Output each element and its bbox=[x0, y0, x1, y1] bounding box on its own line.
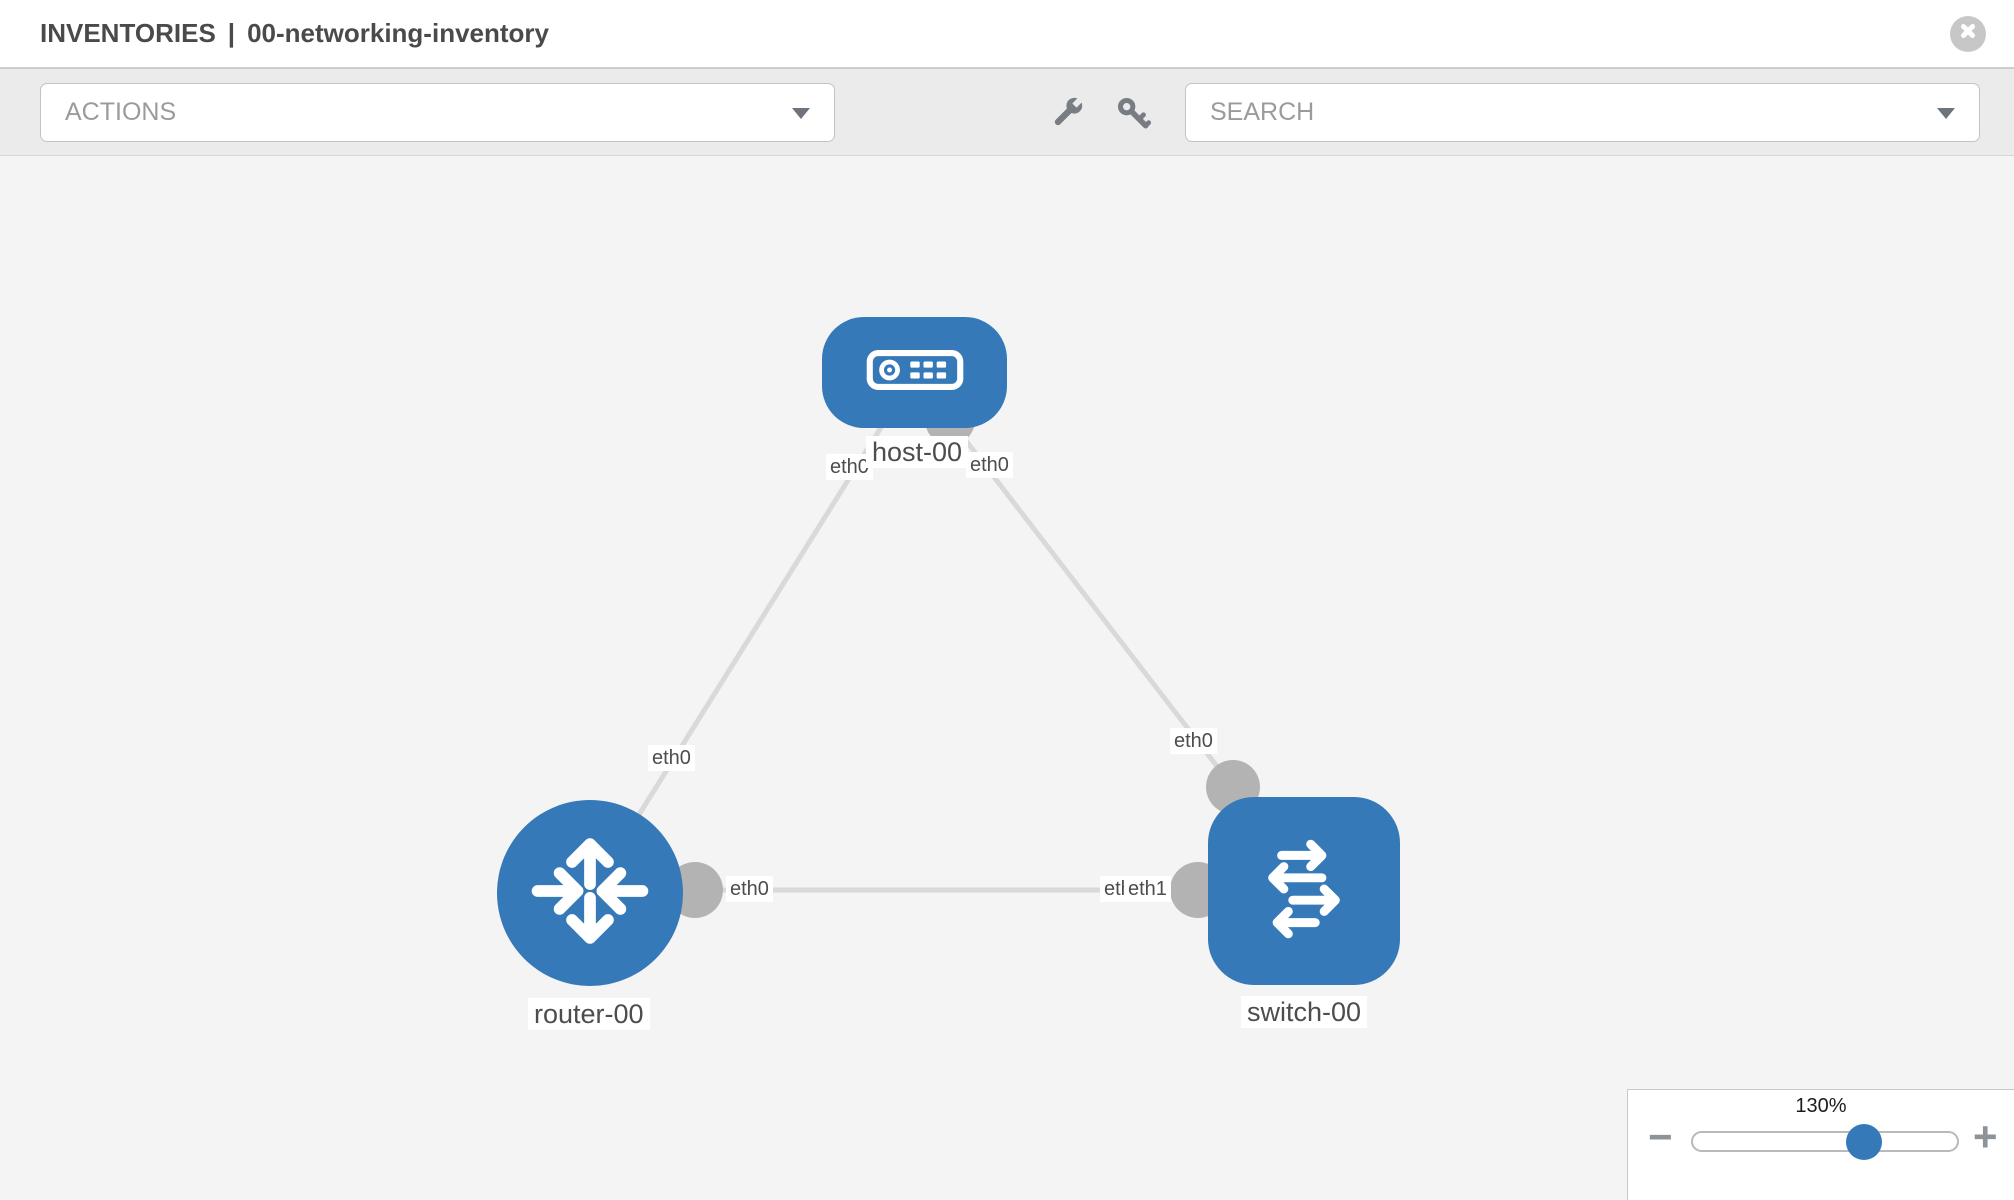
zoom-slider-track[interactable] bbox=[1691, 1131, 1959, 1152]
host-icon bbox=[866, 349, 964, 396]
search-dropdown[interactable]: SEARCH bbox=[1185, 83, 1980, 142]
panel-header: INVENTORIES | 00-networking-inventory bbox=[0, 0, 2014, 68]
credentials-button[interactable] bbox=[1111, 93, 1155, 137]
node-router-00[interactable] bbox=[497, 800, 683, 986]
chevron-down-icon bbox=[1937, 107, 1955, 119]
search-dropdown-label: SEARCH bbox=[1210, 98, 1315, 126]
iface-label-host-router-mid: eth0 bbox=[648, 745, 695, 771]
key-icon bbox=[1113, 93, 1153, 138]
zoom-level-value: 130% bbox=[1795, 1095, 1847, 1117]
actions-dropdown-label: ACTIONS bbox=[65, 98, 177, 126]
zoom-control-panel: 130% − + bbox=[1627, 1089, 2014, 1200]
node-label-host-00[interactable]: host-00 bbox=[866, 436, 969, 468]
zoom-slider-thumb[interactable] bbox=[1846, 1124, 1882, 1160]
router-icon bbox=[521, 822, 659, 965]
node-label-switch-00[interactable]: switch-00 bbox=[1241, 996, 1368, 1028]
node-switch-00[interactable] bbox=[1208, 797, 1400, 985]
configure-button[interactable] bbox=[1045, 93, 1089, 137]
chevron-down-icon bbox=[792, 107, 810, 119]
node-label-router-00[interactable]: router-00 bbox=[528, 998, 650, 1030]
page-title: INVENTORIES | 00-networking-inventory bbox=[40, 18, 549, 49]
iface-label-host-eth0-right: eth0 bbox=[966, 452, 1013, 478]
breadcrumb-section: INVENTORIES bbox=[40, 18, 216, 48]
switch-icon bbox=[1245, 833, 1363, 950]
topology-toolbar: ACTIONS SEARCH bbox=[0, 68, 2014, 156]
x-circle-icon bbox=[1958, 21, 1978, 46]
wrench-icon bbox=[1046, 92, 1088, 139]
topology-links bbox=[587, 371, 1235, 895]
topology-canvas[interactable]: eth0 host-00 eth0 eth0 eth0 eth0 eth0 et… bbox=[0, 156, 2014, 1200]
breadcrumb-separator: | bbox=[227, 18, 236, 48]
iface-label-switch-eth0: eth0 bbox=[1170, 728, 1217, 754]
node-host-00[interactable] bbox=[822, 317, 1007, 428]
iface-label-host-eth0-left: eth0 bbox=[826, 454, 873, 480]
link-host-switch bbox=[948, 418, 1235, 789]
actions-dropdown[interactable]: ACTIONS bbox=[40, 83, 835, 142]
iface-label-router-eth0: eth0 bbox=[726, 876, 773, 902]
iface-label-switch-eth1: eth1 bbox=[1124, 876, 1171, 902]
breadcrumb-item: 00-networking-inventory bbox=[247, 18, 549, 48]
zoom-in-button[interactable]: + bbox=[1973, 1113, 1998, 1160]
close-button[interactable] bbox=[1950, 15, 1986, 52]
zoom-out-button[interactable]: − bbox=[1648, 1113, 1673, 1160]
